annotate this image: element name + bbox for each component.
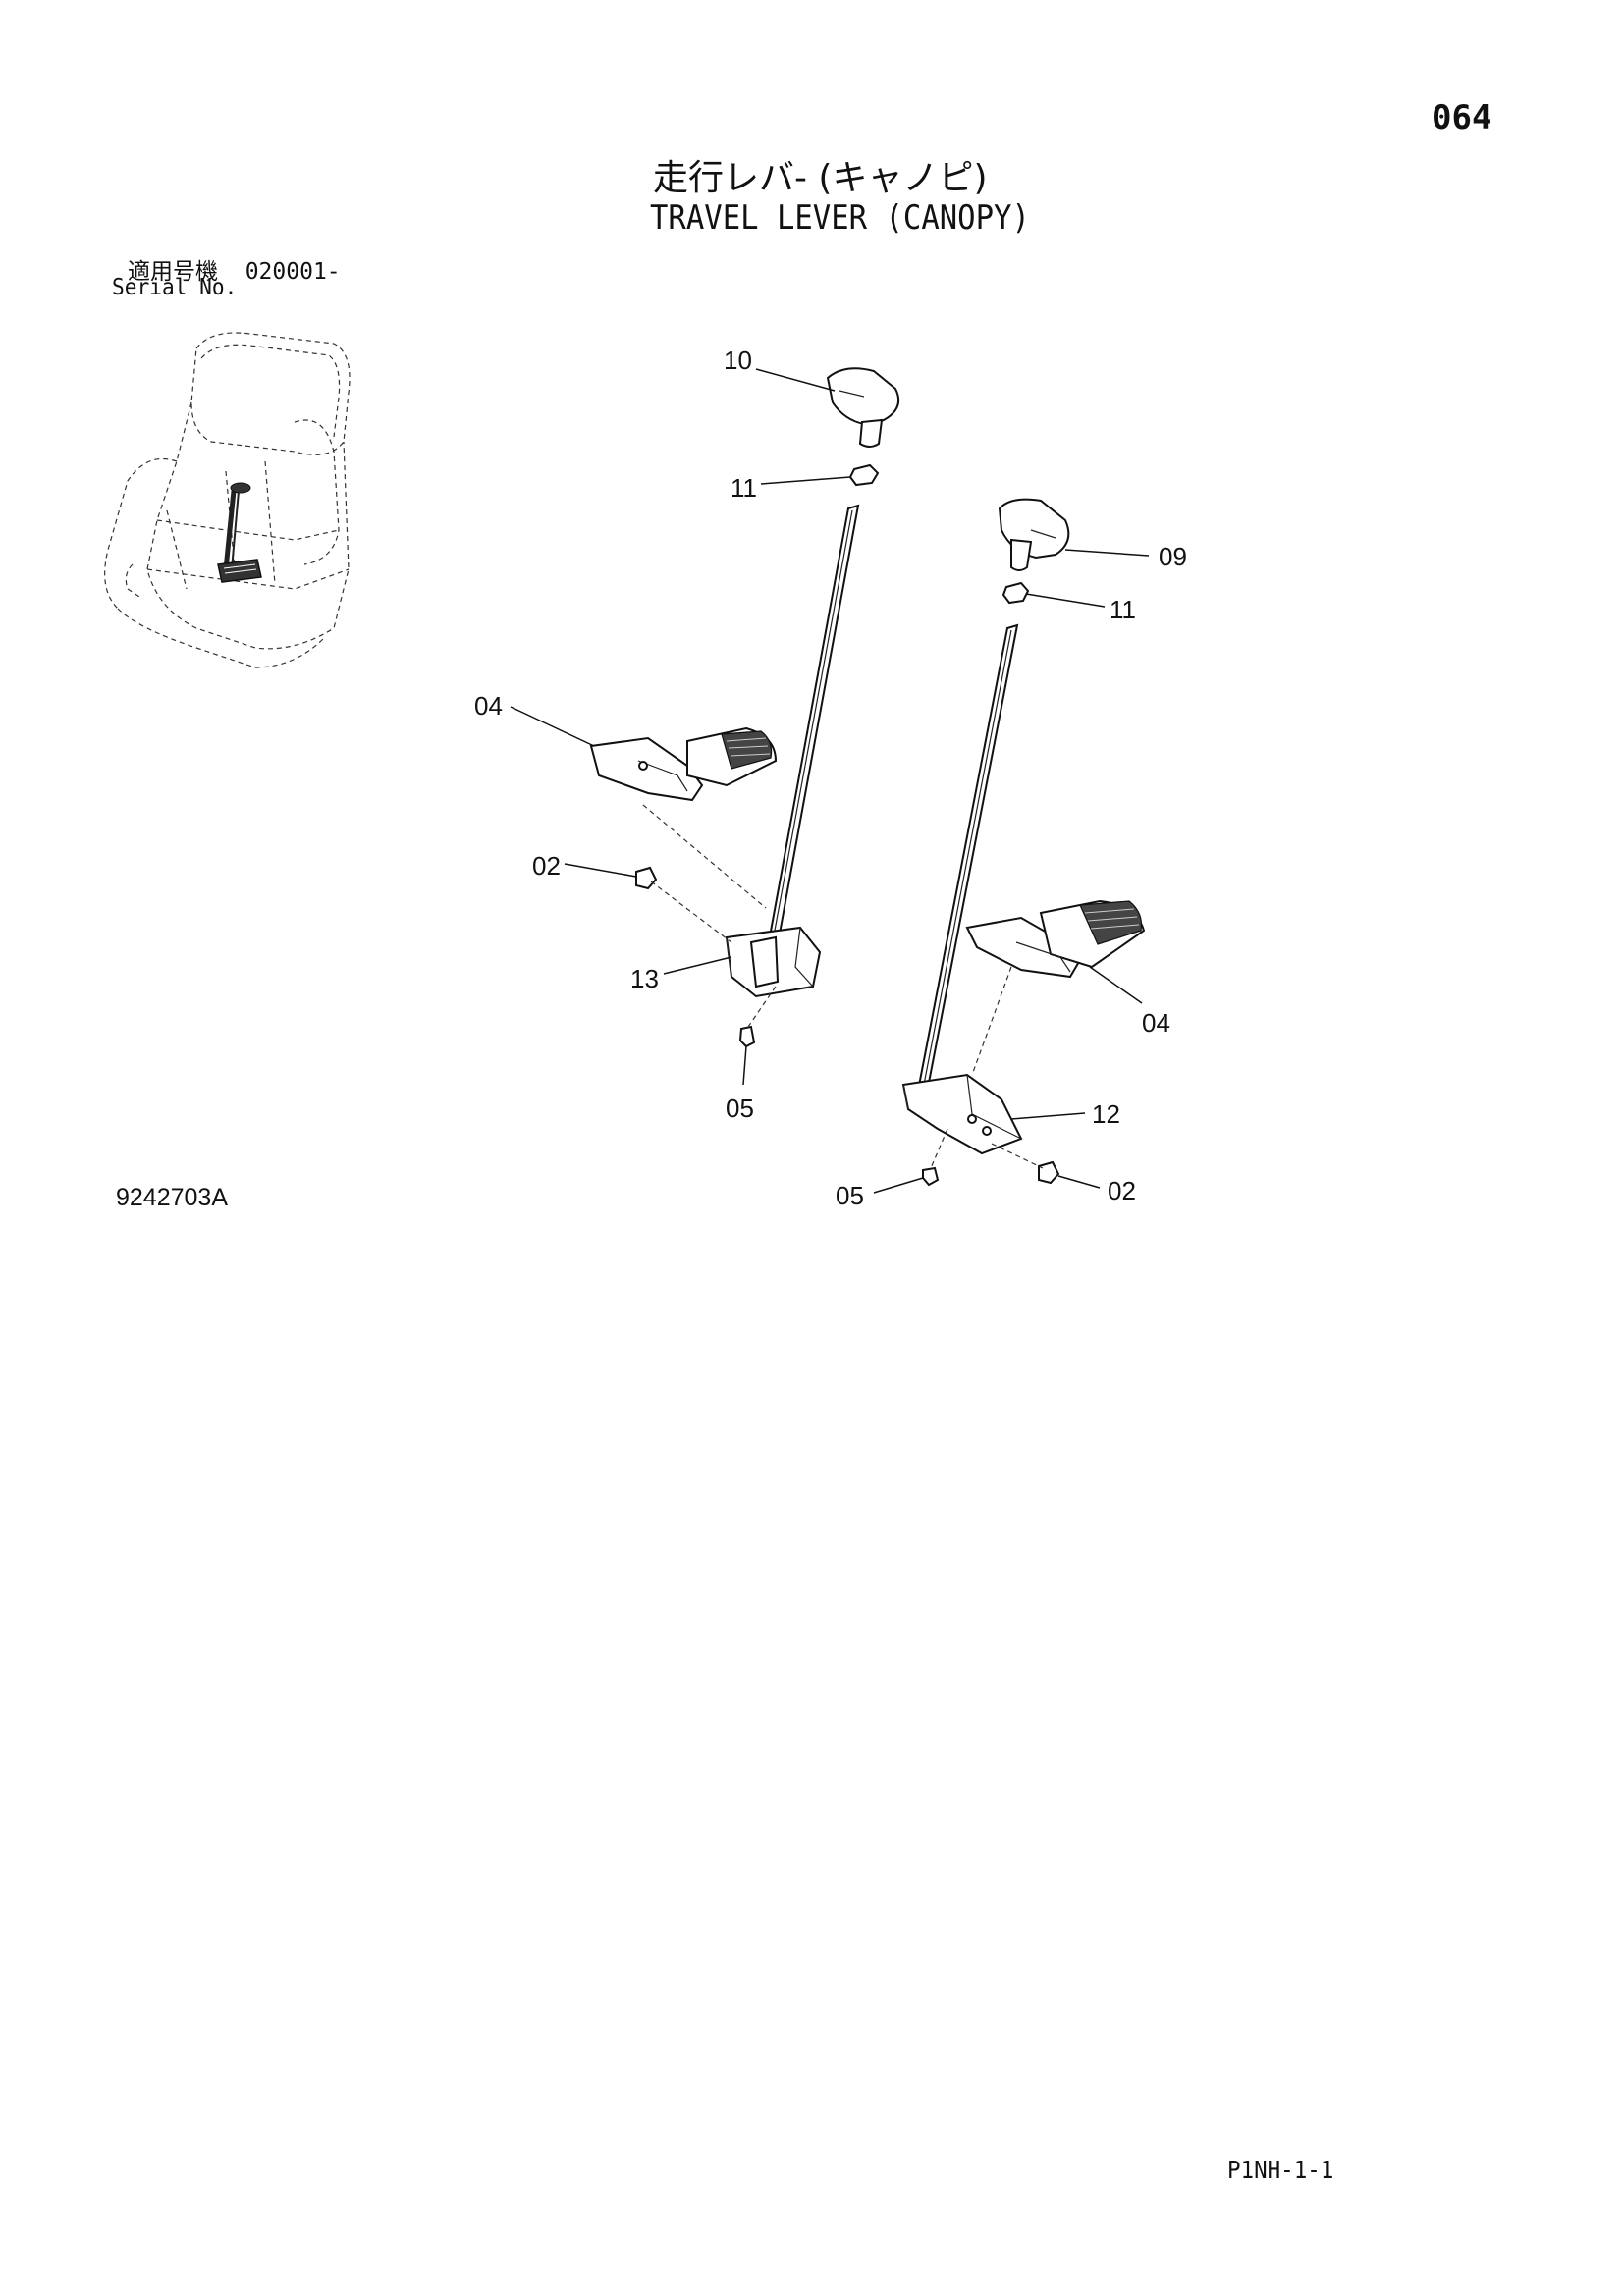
lever-rod-right xyxy=(916,623,1019,1093)
left-lever-assembly xyxy=(589,367,899,1048)
callout-knob-left: 10 xyxy=(724,346,752,375)
pedal-right-part xyxy=(965,899,1146,979)
serial-label-japanese: 適用号機 020001- xyxy=(128,252,341,286)
screw-left-part xyxy=(738,1025,756,1048)
seat-inset-illustration xyxy=(104,332,351,668)
callout-knob-right: 09 xyxy=(1159,542,1187,571)
callout-bracket-left: 13 xyxy=(630,964,659,993)
bracket-right-part xyxy=(901,1073,1023,1155)
drawing-number: 9242703A xyxy=(116,1184,229,1211)
callout-labels: 10 11 09 11 04 02 13 05 04 12 05 02 xyxy=(474,346,1187,1210)
bolt-right-part xyxy=(1038,1160,1060,1185)
callout-bracket-right: 12 xyxy=(1092,1099,1120,1129)
serial-value: 020001- xyxy=(244,259,341,285)
right-lever-assembly xyxy=(901,498,1146,1187)
title-english: TRAVEL LEVER (CANOPY) xyxy=(650,198,1030,238)
title-japanese: 走行レバ- (キャノピ) xyxy=(653,158,988,198)
nut-left-part xyxy=(848,463,880,487)
bolt-left-part xyxy=(635,866,658,890)
callout-bolt-left: 02 xyxy=(532,851,561,881)
callout-pedal-right: 04 xyxy=(1142,1008,1170,1038)
lever-rod-left xyxy=(759,504,860,987)
nut-right-part xyxy=(1001,581,1030,605)
leader-lines xyxy=(510,368,1150,1194)
callout-nut-right: 11 xyxy=(1110,595,1136,624)
callout-bolt-right: 02 xyxy=(1108,1176,1136,1205)
knob-left-part xyxy=(826,367,899,448)
callout-pedal-left: 04 xyxy=(474,691,503,721)
serial-label-english: Serial No. xyxy=(112,275,238,300)
page-number: 064 xyxy=(1432,98,1492,137)
callout-screw-left: 05 xyxy=(726,1094,754,1123)
bracket-left-part xyxy=(725,926,822,998)
callout-screw-right: 05 xyxy=(836,1181,864,1210)
knob-right-part xyxy=(998,498,1070,571)
footer-code: P1NH-1-1 xyxy=(1227,2156,1334,2184)
screw-right-part xyxy=(922,1166,940,1187)
callout-nut-left: 11 xyxy=(731,473,757,503)
pedal-left-part xyxy=(589,726,778,802)
serial-label-jp-text: 適用号機 xyxy=(128,259,218,285)
